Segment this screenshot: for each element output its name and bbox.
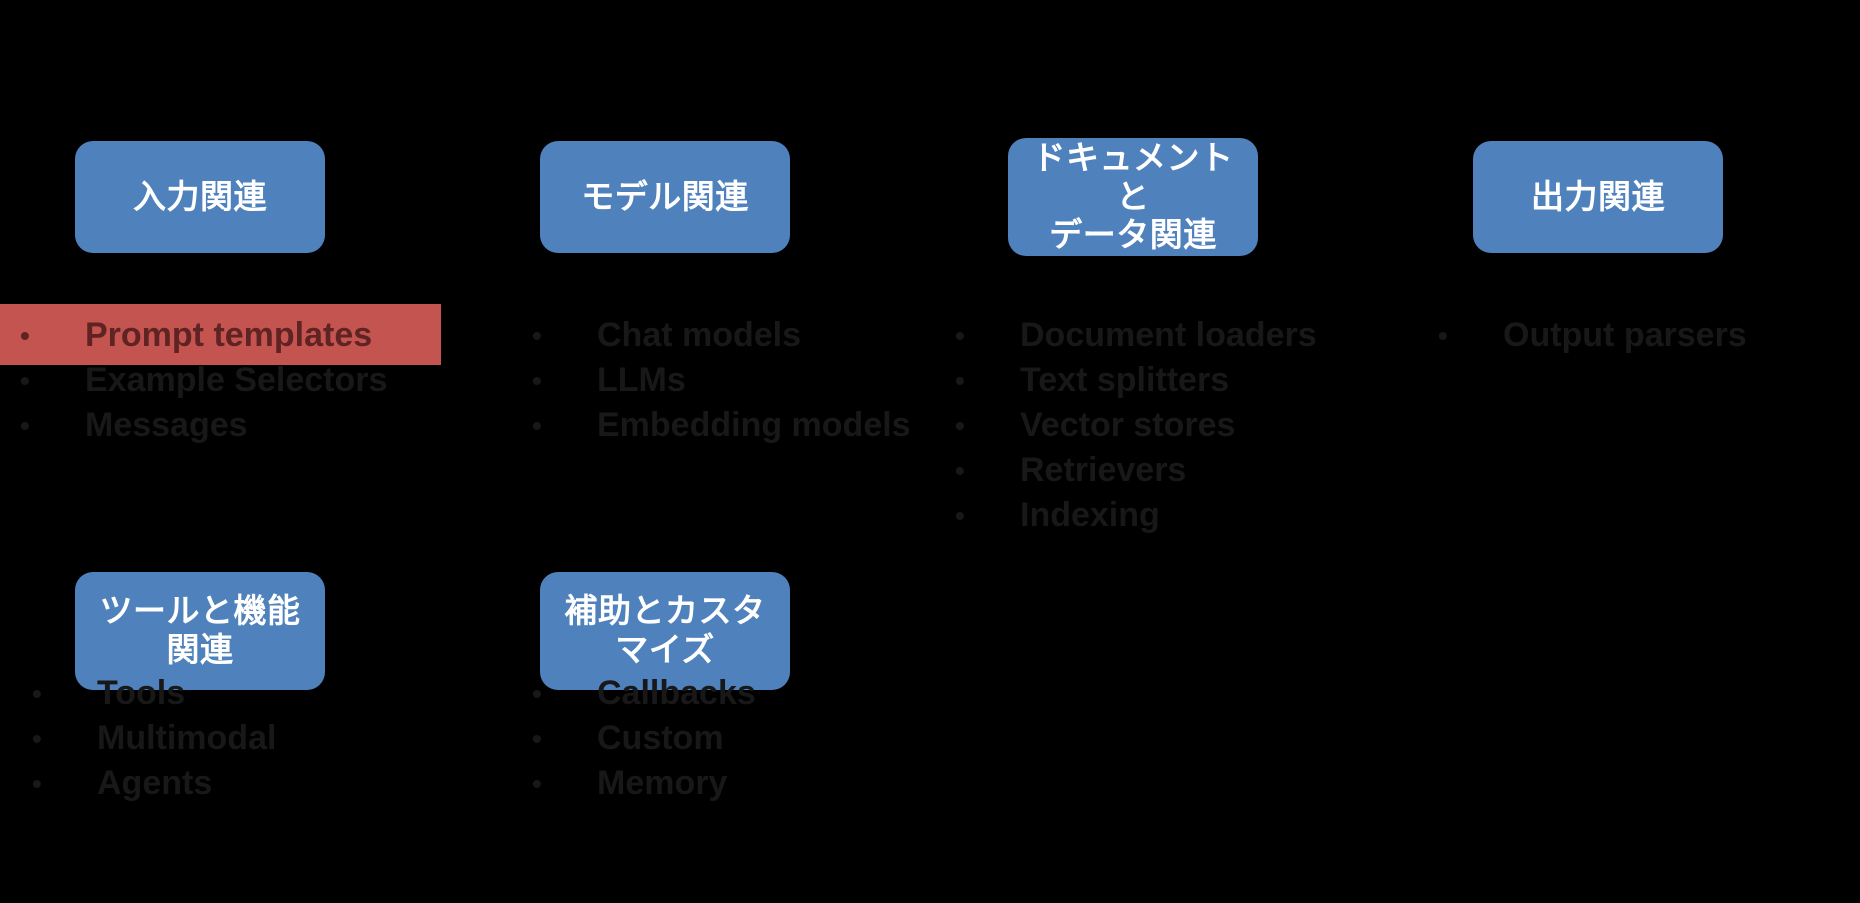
bullet-icon: • (532, 410, 542, 441)
list-item[interactable]: • Indexing (955, 493, 1317, 538)
list-item[interactable]: • Vector stores (955, 403, 1317, 448)
list-item-label: Chat models (597, 316, 802, 354)
list-item-label: LLMs (597, 361, 686, 399)
category-box-label: 入力関連 (133, 177, 267, 215)
bullet-list-support-custom: • Callbacks • Custom • Memory (532, 671, 756, 806)
bullet-list-input: • Prompt templates • Example Selectors • Mess… (20, 313, 387, 448)
list-item-label: Agents (97, 764, 213, 802)
list-item[interactable]: • Agents (32, 761, 276, 806)
list-item[interactable]: • Embedding models (532, 403, 911, 448)
bullet-icon: • (20, 410, 30, 441)
list-item[interactable]: • Memory (532, 761, 756, 806)
category-box-label: ツールと機能 関連 (99, 592, 301, 668)
category-box-document-data[interactable]: ドキュメントと データ関連 (1008, 138, 1258, 256)
bullet-icon: • (532, 723, 542, 754)
category-box-label: ドキュメントと データ関連 (1032, 138, 1234, 254)
list-item-label: Callbacks (597, 674, 756, 712)
list-item-label: Prompt templates (85, 316, 373, 354)
list-item[interactable]: • Example Selectors (20, 358, 387, 403)
list-item[interactable]: • Messages (20, 403, 387, 448)
highlight-band-prompt-templates (0, 304, 441, 365)
bullet-icon: • (955, 410, 965, 441)
list-item-label: Example Selectors (85, 361, 388, 399)
list-item[interactable]: • LLMs (532, 358, 911, 403)
list-item-label: Messages (85, 406, 248, 444)
list-item-label: Multimodal (97, 719, 277, 757)
list-item-label: Vector stores (1020, 406, 1236, 444)
list-item[interactable]: • Text splitters (955, 358, 1317, 403)
bullet-icon: • (532, 678, 542, 709)
category-box-label: 補助とカスタ マイズ (564, 592, 766, 668)
list-item-label: Indexing (1020, 496, 1160, 534)
bullet-icon: • (532, 768, 542, 799)
category-box-model[interactable]: モデル関連 (540, 141, 790, 253)
bullet-icon: • (32, 768, 42, 799)
category-box-label: 出力関連 (1531, 177, 1665, 215)
list-item-label: Output parsers (1503, 316, 1747, 354)
bullet-icon: • (955, 320, 965, 351)
list-item[interactable]: • Multimodal (32, 716, 276, 761)
bullet-icon: • (955, 365, 965, 396)
list-item-label: Memory (597, 764, 728, 802)
bullet-list-document-data: • Document loaders • Text splitters • Vector … (955, 313, 1317, 538)
category-box-input[interactable]: 入力関連 (75, 141, 325, 253)
bullet-icon: • (20, 320, 30, 351)
category-box-output[interactable]: 出力関連 (1473, 141, 1723, 253)
list-item-label: Text splitters (1020, 361, 1230, 399)
list-item[interactable]: • Retrievers (955, 448, 1317, 493)
list-item-label: Retrievers (1020, 451, 1187, 489)
bullet-icon: • (32, 678, 42, 709)
bullet-list-model: • Chat models • LLMs • Embedding models (532, 313, 911, 448)
category-box-support-custom[interactable]: 補助とカスタ マイズ (540, 572, 790, 690)
list-item-label: Custom (597, 719, 724, 757)
list-item-label: Embedding models (597, 406, 911, 444)
category-box-label: モデル関連 (581, 177, 749, 215)
bullet-list-output: • Output parsers (1438, 313, 1747, 358)
list-item[interactable]: • Prompt templates (20, 313, 387, 358)
list-item[interactable]: • Callbacks (532, 671, 756, 716)
list-item-label: Document loaders (1020, 316, 1317, 354)
list-item[interactable]: • Tools (32, 671, 276, 716)
bullet-icon: • (1438, 320, 1448, 351)
bullet-list-tools-features: • Tools • Multimodal • Agents (32, 671, 276, 806)
bullet-icon: • (20, 365, 30, 396)
bullet-icon: • (32, 723, 42, 754)
bullet-icon: • (955, 455, 965, 486)
bullet-icon: • (532, 365, 542, 396)
bullet-icon: • (532, 320, 542, 351)
category-box-tools-features[interactable]: ツールと機能 関連 (75, 572, 325, 690)
list-item-label: Tools (97, 674, 186, 712)
list-item[interactable]: • Chat models (532, 313, 911, 358)
list-item[interactable]: • Output parsers (1438, 313, 1747, 358)
list-item[interactable]: • Custom (532, 716, 756, 761)
bullet-icon: • (955, 500, 965, 531)
list-item[interactable]: • Document loaders (955, 313, 1317, 358)
